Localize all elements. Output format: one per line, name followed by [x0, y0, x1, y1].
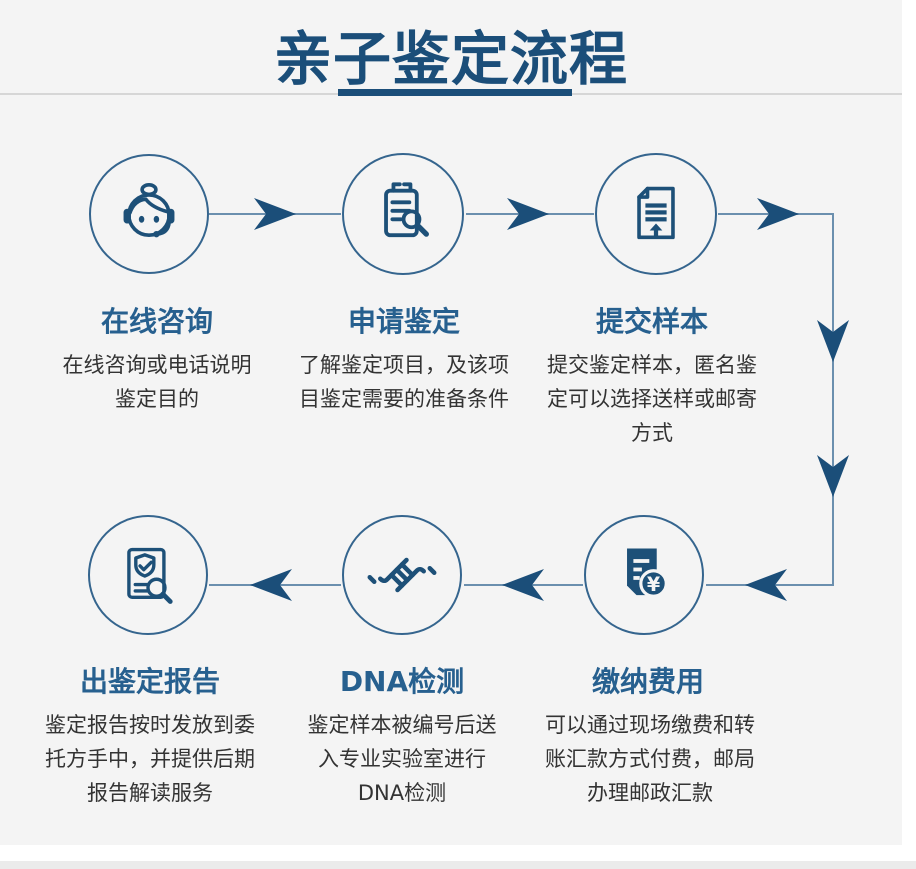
step-5-description: 鉴定样本被编号后送 入专业实验室进行 DNA检测	[307, 713, 497, 805]
step-5-title: DNA检测	[339, 665, 465, 698]
arrow-left-icon	[745, 569, 787, 601]
step-6-circle	[88, 515, 208, 635]
title-underline	[338, 89, 572, 96]
step-1-title: 在线咨询	[100, 305, 213, 338]
arrow-right-icon	[507, 198, 549, 230]
page-title: 亲子鉴定流程	[273, 25, 628, 93]
arrow-right-icon	[757, 198, 799, 230]
step-2-circle	[342, 153, 464, 275]
step-2-description: 了解鉴定项目，及该项 目鉴定需要的准备条件	[299, 353, 509, 411]
step-3-circle	[595, 153, 717, 275]
report-shield-icon	[127, 547, 173, 604]
document-upload-icon	[637, 186, 675, 240]
step-5-circle	[342, 515, 462, 635]
yuan-symbol: ¥	[647, 573, 661, 596]
step-4-circle: ¥	[584, 515, 704, 635]
dna-icon	[367, 557, 437, 593]
arrow-down-icon	[817, 455, 849, 497]
step-1-description: 在线咨询或电话说明 鉴定目的	[62, 353, 252, 411]
arrow-left-icon	[250, 569, 292, 601]
step-2-title: 申请鉴定	[347, 305, 460, 338]
clipboard-magnifier-icon	[384, 182, 429, 238]
bottom-white-strip	[0, 845, 916, 861]
step-3-description: 提交鉴定样本，匿名鉴 定可以选择送样或邮寄 方式	[547, 353, 757, 445]
step-4-title: 缴纳费用	[591, 665, 704, 698]
arrow-right-icon	[254, 198, 296, 230]
step-6-description: 鉴定报告按时发放到委 托方手中，并提供后期 报告解读服务	[45, 713, 255, 805]
step-1-circle	[89, 154, 209, 274]
step-3-title: 提交样本	[595, 305, 708, 338]
payment-receipt-icon: ¥	[627, 548, 668, 598]
step-4-description: 可以通过现场缴费和转 账汇款方式付费，邮局 办理邮政汇款	[545, 713, 755, 805]
arrow-down-icon	[817, 320, 849, 362]
step-6-title: 出鉴定报告	[79, 665, 220, 698]
flow-panel	[0, 0, 902, 845]
bottom-divider	[0, 861, 916, 869]
arrow-left-icon	[502, 569, 544, 601]
customer-service-icon	[123, 183, 175, 238]
